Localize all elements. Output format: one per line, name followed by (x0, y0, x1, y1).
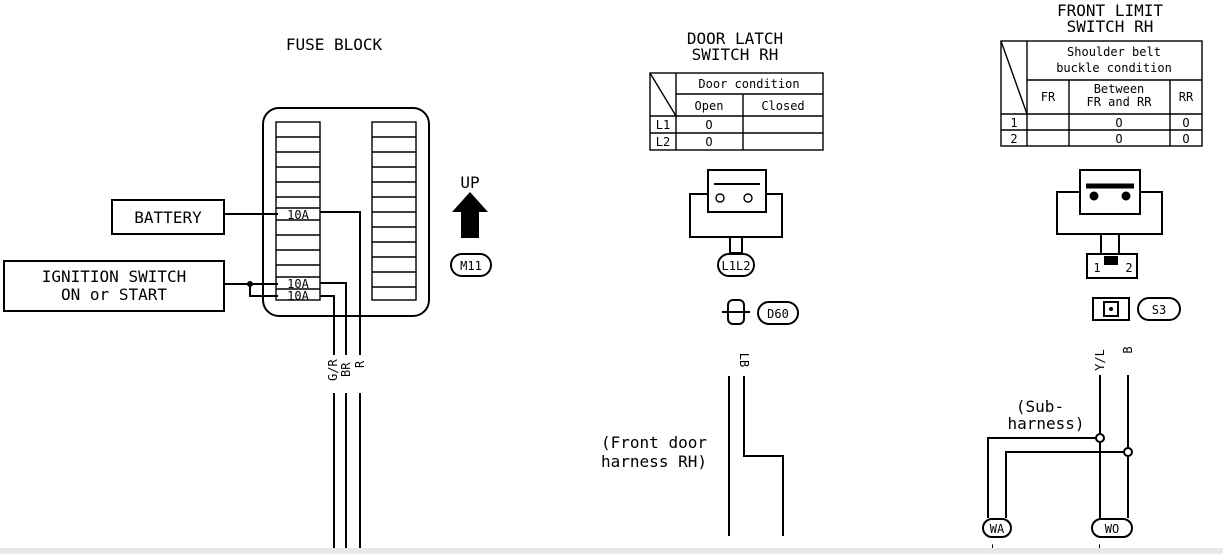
connector-m11: M11 (460, 259, 482, 273)
bottom-strip (0, 548, 1223, 554)
door-latch-wire-colors: LB (737, 353, 751, 367)
wire-color-b: B (1121, 346, 1135, 353)
col-closed: Closed (761, 99, 804, 113)
cell-l2-open: O (705, 135, 712, 149)
door-latch-title-line2: SWITCH RH (692, 45, 779, 64)
front-limit-switch-symbol (1056, 169, 1163, 255)
front-limit-title-line1: FRONT LIMIT (1057, 1, 1163, 20)
row-1: 1 (1010, 116, 1017, 130)
pin-key (1104, 256, 1118, 265)
subharness-line1: (Sub- (1016, 397, 1064, 416)
connector-l1l2: L1L2 (722, 259, 751, 273)
wire-color-yl: Y/L (1093, 349, 1107, 371)
row-l2: L2 (656, 135, 670, 149)
battery-label: BATTERY (134, 208, 202, 227)
fuse-10a-top: 10A (287, 208, 309, 222)
wire-color-br: BR (339, 362, 353, 377)
harness-label-line1: (Front door (601, 433, 707, 452)
front-limit-wires (987, 375, 1129, 518)
connector-m11-badge (450, 253, 492, 277)
ref-wo: WO (1105, 522, 1119, 536)
harness-label-line2: harness RH) (601, 452, 707, 471)
subharness-line2: harness) (1007, 414, 1084, 433)
ignition-label-line2: ON or START (61, 285, 167, 304)
up-label: UP (460, 173, 479, 192)
cell-1-rr: O (1182, 116, 1189, 130)
front-limit-title-line2: SWITCH RH (1067, 17, 1154, 36)
connector-d60: D60 (767, 307, 789, 321)
connector-s3-badge (1137, 297, 1181, 321)
splice-2 (1123, 447, 1133, 457)
pin-2: 2 (1125, 261, 1132, 275)
col-fr: FR (1041, 90, 1056, 104)
col-open: Open (695, 99, 724, 113)
belt-header-line2: buckle condition (1056, 61, 1172, 75)
door-latch-title-line1: DOOR LATCH (687, 29, 783, 48)
door-latch-switch-symbol (689, 169, 783, 254)
fuse-block-title: FUSE BLOCK (286, 35, 383, 54)
wire-color-r: R (353, 360, 367, 368)
fuse-output-wires (320, 211, 361, 554)
pin-1: 1 (1093, 261, 1100, 275)
belt-header-line1: Shoulder belt (1067, 45, 1161, 59)
front-limit-table (1000, 40, 1203, 147)
ignition-splice (247, 281, 253, 287)
cell-2-between: O (1115, 132, 1122, 146)
cell-1-between: O (1115, 116, 1122, 130)
ignition-wire (224, 283, 278, 297)
fuse-10a-bot: 10A (287, 289, 309, 303)
wire-wa-color: L (982, 544, 996, 551)
connector-d60-badge (757, 301, 799, 325)
up-arrow-icon (452, 192, 488, 238)
battery-box (111, 199, 225, 235)
door-latch-table (649, 72, 824, 151)
splice-1 (1095, 433, 1105, 443)
connector-d60-symbol (722, 299, 750, 325)
col-between-line1: Between (1094, 82, 1145, 96)
connector-s3: S3 (1152, 303, 1166, 317)
ignition-label-line1: IGNITION SWITCH (42, 267, 187, 286)
ref-wa: WA (990, 522, 1005, 536)
ref-wa-badge (982, 518, 1012, 538)
door-latch-wires (728, 376, 784, 536)
ref-wo-badge (1091, 518, 1133, 538)
row-2: 2 (1010, 132, 1017, 146)
ignition-switch-box (3, 260, 225, 312)
door-condition-header: Door condition (698, 77, 799, 91)
row-l1: L1 (656, 118, 670, 132)
cell-l1-open: O (705, 118, 712, 132)
wire-wo-color: L (1089, 544, 1103, 551)
cell-2-rr: O (1182, 132, 1189, 146)
fuse-10a-mid: 10A (287, 277, 309, 291)
col-rr: RR (1179, 90, 1194, 104)
col-between-line2: FR and RR (1086, 95, 1152, 109)
connector-l1l2-badge (717, 253, 755, 277)
connector-s3-symbol (1092, 297, 1130, 321)
pin-block (1086, 253, 1138, 279)
wire-color-gr: G/R (326, 359, 340, 381)
